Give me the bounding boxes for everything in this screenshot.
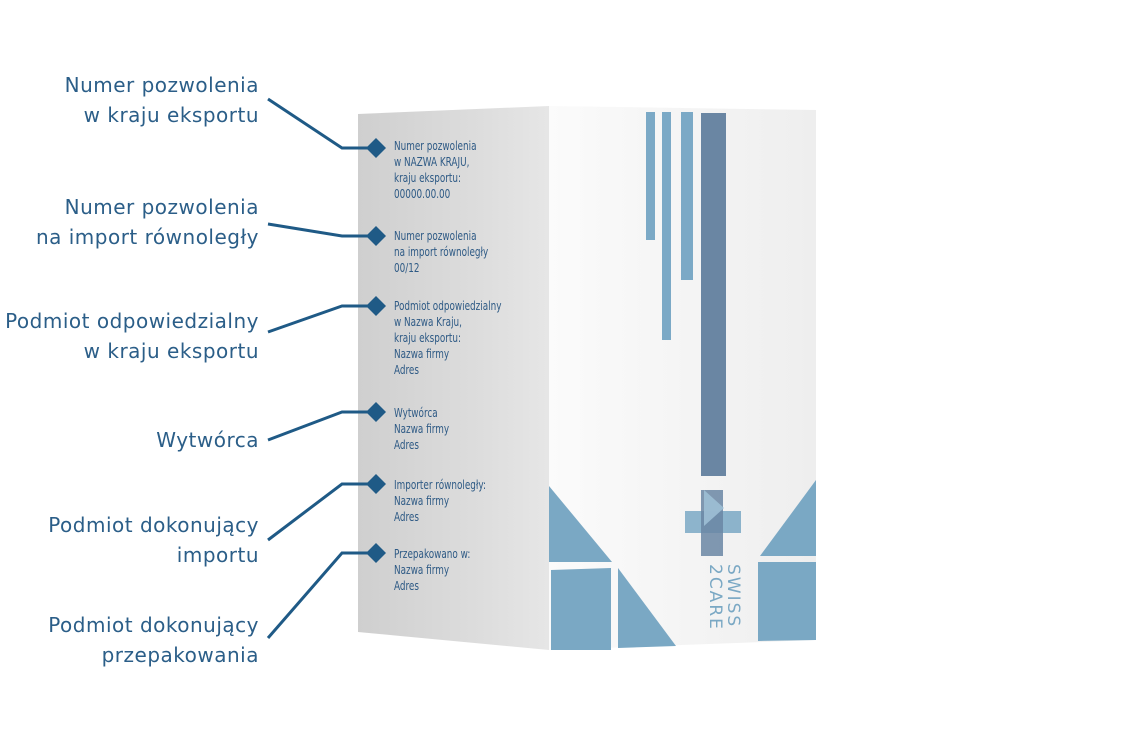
side-text-responsible-entity: Podmiot odpowiedzialny w Nazwa Kraju, kr… — [394, 298, 501, 378]
side-text-repackager: Przepakowano w: Nazwa firmy Adres — [394, 546, 470, 594]
side-text-line: w Nazwa Kraju, — [394, 315, 462, 329]
side-text-line: Importer równoległy: — [394, 478, 486, 492]
box-front-panel — [549, 106, 816, 650]
callout-line: w kraju eksportu — [83, 339, 259, 363]
side-text-line: Numer pozwolenia — [394, 229, 477, 243]
side-text-line: kraju eksportu: — [394, 331, 461, 345]
leader-lines — [266, 97, 376, 639]
callout-manufacturer: Wytwórca — [156, 425, 259, 455]
leader-line — [267, 482, 376, 542]
front-tile — [618, 568, 676, 648]
brand-wordmark: SWISS 2CARE — [705, 560, 744, 650]
side-text-line: kraju eksportu: — [394, 171, 461, 185]
side-text-line: Adres — [394, 438, 419, 452]
side-text-line: Adres — [394, 510, 419, 524]
callout-import-permit: Numer pozwolenia na import równoległy — [36, 192, 259, 252]
callout-line: na import równoległy — [35, 225, 259, 249]
callout-repackager: Podmiot dokonujący przepakowania — [48, 610, 259, 670]
callout-line: Wytwórca — [156, 428, 259, 452]
side-text-line: Adres — [394, 579, 419, 593]
diamond-marker — [366, 474, 386, 494]
side-text-line: Nazwa firmy — [394, 347, 450, 361]
front-tile — [551, 568, 611, 650]
leader-line — [267, 222, 376, 238]
front-stripe — [662, 112, 671, 340]
side-text-importer: Importer równoległy: Nazwa firmy Adres — [394, 477, 486, 525]
front-stripe — [701, 113, 726, 476]
callout-export-permit: Numer pozwolenia w kraju eksportu — [65, 70, 259, 130]
diamond-marker — [366, 138, 386, 158]
leader-line — [267, 410, 376, 442]
leader-diamonds — [366, 138, 386, 563]
callout-line: Podmiot dokonujący — [48, 513, 259, 537]
side-text-line: Adres — [394, 363, 419, 377]
side-text-line: Nazwa firmy — [394, 494, 450, 508]
leader-line — [267, 304, 376, 334]
side-text-import-permit: Numer pozwolenia na import równoległy 00… — [394, 228, 488, 276]
callout-importer: Podmiot dokonujący importu — [48, 510, 259, 570]
side-text-line: na import równoległy — [394, 245, 489, 259]
leader-line — [267, 97, 376, 150]
callout-line: w kraju eksportu — [83, 103, 259, 127]
diamond-marker — [366, 402, 386, 422]
diamond-marker — [366, 226, 386, 246]
diamond-marker — [366, 543, 386, 563]
front-tile — [760, 480, 816, 556]
callout-line: Podmiot dokonujący — [48, 613, 259, 637]
side-text-line: Wytwórca — [394, 406, 438, 420]
brand-line: 2CARE — [705, 564, 725, 631]
side-text-line: Podmiot odpowiedzialny — [394, 299, 502, 313]
callout-responsible-entity: Podmiot odpowiedzialny w kraju eksportu — [5, 306, 259, 366]
front-tile — [758, 562, 816, 641]
side-text-line: Numer pozwolenia — [394, 139, 477, 153]
diamond-marker — [366, 296, 386, 316]
side-text-line: Nazwa firmy — [394, 563, 450, 577]
side-text-line: 00/12 — [394, 261, 420, 275]
side-text-line: 00000.00.00 — [394, 187, 451, 201]
box-side-panel — [358, 106, 549, 650]
side-text-line: w NAZWA KRAJU, — [394, 155, 470, 169]
front-tile — [549, 486, 612, 562]
side-text-line: Przepakowano w: — [394, 547, 471, 561]
callout-line: Numer pozwolenia — [64, 195, 259, 219]
callout-line: przepakowania — [101, 643, 259, 667]
logo-accent — [704, 490, 724, 526]
brand-line: SWISS — [723, 564, 743, 629]
callout-line: Podmiot odpowiedzialny — [5, 309, 259, 333]
callout-line: importu — [176, 543, 259, 567]
front-stripe — [681, 112, 693, 280]
side-text-manufacturer: Wytwórca Nazwa firmy Adres — [394, 405, 449, 453]
side-text-line: Nazwa firmy — [394, 422, 450, 436]
leader-line — [266, 551, 376, 639]
side-text-export-permit: Numer pozwolenia w NAZWA KRAJU, kraju ek… — [394, 138, 476, 202]
front-stripe — [646, 112, 655, 240]
callout-line: Numer pozwolenia — [64, 73, 259, 97]
